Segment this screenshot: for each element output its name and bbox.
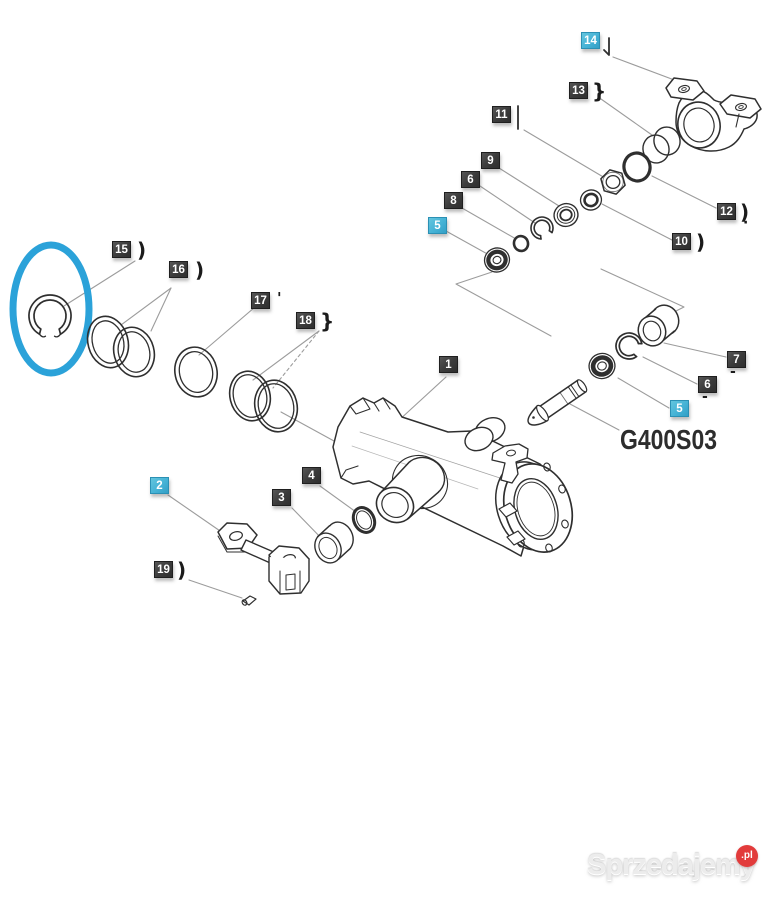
watermark-pl-badge: .pl bbox=[736, 845, 758, 867]
ring-side-glyph-17: ' bbox=[277, 289, 282, 307]
oring-12 bbox=[622, 151, 652, 183]
part-label-14[interactable]: 14 bbox=[581, 32, 600, 49]
nut-11 bbox=[600, 169, 626, 195]
seal-9 bbox=[553, 202, 579, 228]
ring-side-glyph-16: ) bbox=[195, 258, 205, 282]
part-label-10[interactable]: 10 bbox=[672, 233, 691, 250]
oring-pair-16 bbox=[86, 315, 156, 378]
part-label-5-upper[interactable]: 5 bbox=[428, 217, 447, 234]
oring-17 bbox=[174, 346, 218, 398]
watermark-text: Sprzedajemy bbox=[587, 849, 756, 881]
snap-ring-6-lower bbox=[615, 332, 643, 360]
collar-13 bbox=[642, 126, 681, 164]
dot-mark-12: · bbox=[743, 215, 749, 231]
steering-knuckle-14 bbox=[665, 77, 762, 152]
ring-side-glyph-10: ) bbox=[696, 230, 706, 254]
part-label-4[interactable]: 4 bbox=[302, 467, 321, 484]
ring-side-glyph-18: } bbox=[320, 309, 335, 333]
bearing-5-upper bbox=[483, 247, 511, 273]
ring-side-glyph-7: - bbox=[730, 364, 736, 380]
part-label-7[interactable]: 7 bbox=[727, 351, 746, 368]
ring-side-glyph-6: - bbox=[702, 389, 708, 405]
ring-10 bbox=[579, 189, 603, 211]
axle-housing-1 bbox=[332, 397, 574, 557]
snap-ring-15 bbox=[28, 294, 72, 338]
group-bracket-left bbox=[455, 271, 552, 337]
part-label-11[interactable]: 11 bbox=[492, 106, 511, 123]
part-label-6-lower[interactable]: 6 bbox=[698, 376, 717, 393]
part-label-15[interactable]: 15 bbox=[112, 241, 131, 258]
oring-pair-18 bbox=[228, 370, 299, 433]
oring-8 bbox=[512, 234, 530, 253]
watermark: Sprzedajemy .pl bbox=[575, 845, 775, 890]
highlight-ellipse bbox=[9, 241, 93, 377]
pin-19 bbox=[241, 595, 257, 606]
ring-side-glyph-12: ) bbox=[740, 200, 750, 224]
part-label-1[interactable]: 1 bbox=[439, 356, 458, 373]
bearing-5-lower bbox=[588, 352, 616, 380]
part-label-17[interactable]: 17 bbox=[251, 292, 270, 309]
part-label-18[interactable]: 18 bbox=[296, 312, 315, 329]
bushing-3 bbox=[314, 521, 354, 564]
leader-lines bbox=[63, 56, 727, 599]
part-label-16[interactable]: 16 bbox=[169, 261, 188, 278]
snap-ring-6-upper bbox=[530, 216, 554, 240]
part-label-19[interactable]: 19 bbox=[154, 561, 173, 578]
part-label-12[interactable]: 12 bbox=[717, 203, 736, 220]
part-label-13[interactable]: 13 bbox=[569, 82, 588, 99]
pin-side-glyph-14 bbox=[603, 37, 610, 56]
part-label-8[interactable]: 8 bbox=[444, 192, 463, 209]
oring-4 bbox=[351, 506, 377, 534]
part-label-2[interactable]: 2 bbox=[150, 477, 169, 494]
diagram-code: G400S03 bbox=[620, 424, 718, 455]
part-label-9[interactable]: 9 bbox=[481, 152, 500, 169]
kingpin-shaft bbox=[527, 379, 588, 426]
ring-side-glyph-13: } bbox=[592, 79, 607, 103]
ring-side-glyph-19: ) bbox=[177, 558, 187, 582]
steering-link-2 bbox=[217, 522, 310, 595]
part-label-3[interactable]: 3 bbox=[272, 489, 291, 506]
part-label-6-upper[interactable]: 6 bbox=[461, 171, 480, 188]
ring-side-glyph-15: ) bbox=[137, 238, 147, 262]
part-label-5-lower[interactable]: 5 bbox=[670, 400, 689, 417]
bushing-7 bbox=[637, 304, 680, 347]
